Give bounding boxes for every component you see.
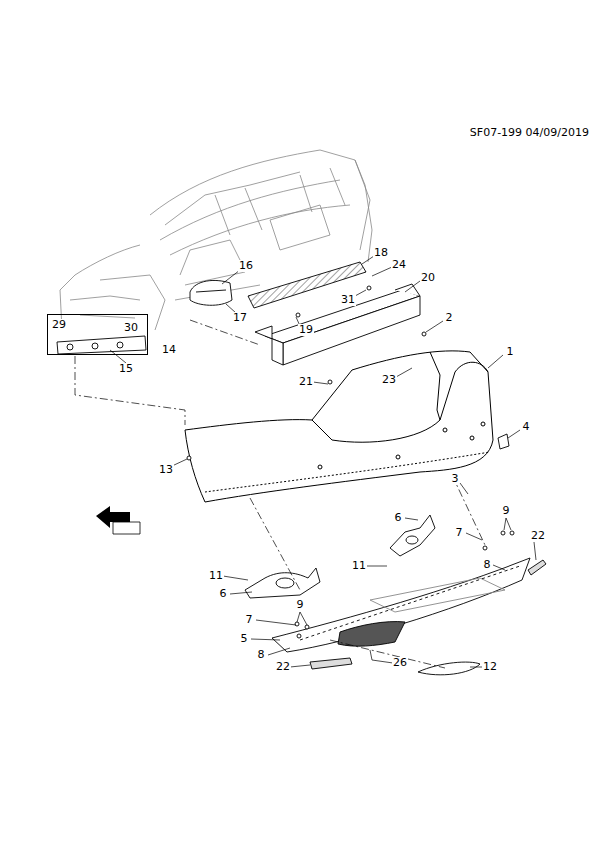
drawing-code: SF07-199 04/09/2019 <box>469 127 590 139</box>
callout-number: 4 <box>522 421 531 433</box>
callout-number: 17 <box>232 312 248 324</box>
callout-number: 5 <box>240 633 249 645</box>
callout-number: 3 <box>451 473 460 485</box>
assembly-lines <box>75 320 485 668</box>
callout-number: 26 <box>392 657 408 669</box>
callout-number: 6 <box>219 588 228 600</box>
callout-number: 8 <box>257 649 266 661</box>
lower-diffuser <box>272 558 530 652</box>
callout-number: 30 <box>123 322 139 334</box>
callout-number: 1 <box>506 346 515 358</box>
clips <box>187 286 514 638</box>
callout-number: 11 <box>208 570 224 582</box>
callout-number: 23 <box>381 374 397 386</box>
rear-lamp <box>190 280 232 305</box>
mounting-brackets <box>245 515 435 598</box>
bumper-beam <box>255 284 420 365</box>
callout-number: 11 <box>351 560 367 572</box>
front-arrow <box>96 506 140 534</box>
side-bracket <box>57 336 146 354</box>
callout-number: 12 <box>482 661 498 673</box>
callout-number: 16 <box>238 260 254 272</box>
callout-number: 18 <box>373 247 389 259</box>
callout-number: 8 <box>483 559 492 571</box>
reflectors <box>310 560 546 675</box>
callout-number: 13 <box>158 464 174 476</box>
callout-number: 9 <box>502 505 511 517</box>
callout-number: 2 <box>445 312 454 324</box>
callout-number: 22 <box>275 661 291 673</box>
callout-number: 31 <box>340 294 356 306</box>
callout-number: 24 <box>391 259 407 271</box>
callout-number: 21 <box>298 376 314 388</box>
callout-number: 7 <box>455 527 464 539</box>
callout-number: 14 <box>161 344 177 356</box>
car-body <box>60 150 372 330</box>
energy-absorber <box>248 262 366 308</box>
callout-number: 22 <box>530 530 546 542</box>
callout-number: 9 <box>296 599 305 611</box>
callout-number: 29 <box>51 319 67 331</box>
callout-number: 15 <box>118 363 134 375</box>
callout-number: 20 <box>420 272 436 284</box>
leader-lines <box>110 256 536 667</box>
callout-number: 7 <box>245 614 254 626</box>
group-frame: 293014 <box>47 314 148 355</box>
callout-number: 19 <box>298 324 314 336</box>
bumper-fascia <box>185 351 493 502</box>
callout-number: 6 <box>394 512 403 524</box>
